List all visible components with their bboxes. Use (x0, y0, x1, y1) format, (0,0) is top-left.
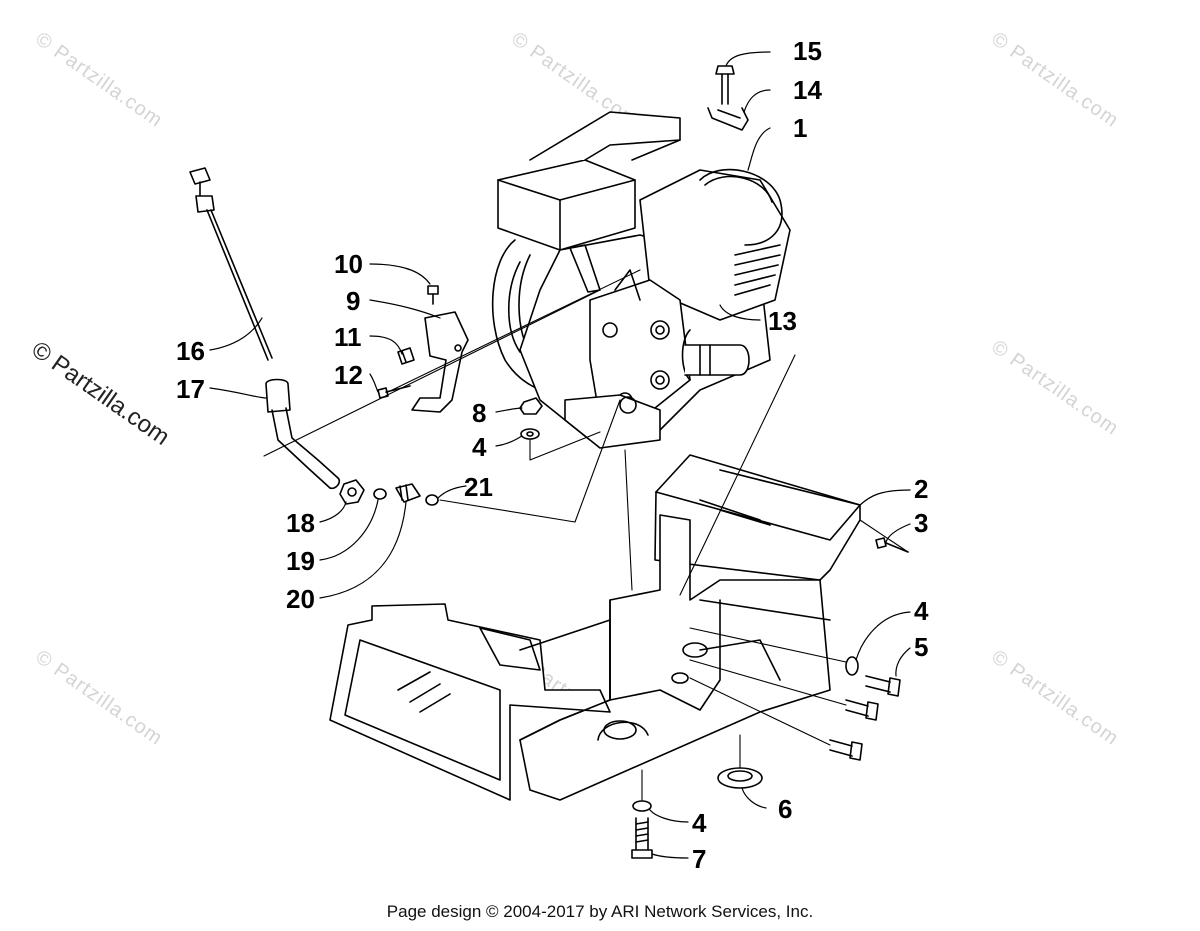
bolt-15 (715, 65, 735, 105)
callout-17: 17 (176, 374, 205, 404)
o-ring-21 (425, 494, 439, 506)
callout-9: 9 (346, 286, 360, 316)
callout-1: 1 (793, 113, 807, 143)
leader-lines (209, 51, 911, 859)
screw-12 (377, 385, 411, 399)
engine-assembly (491, 111, 791, 449)
callout-numbers: 15 14 1 10 9 13 11 16 12 17 8 4 21 2 18 … (176, 36, 929, 874)
callout-2: 2 (914, 474, 928, 504)
callout-12: 12 (334, 360, 363, 390)
grommet-6 (717, 767, 763, 789)
nut-8 (519, 397, 543, 415)
callout-20: 20 (286, 584, 315, 614)
grommet-11 (397, 347, 415, 365)
fill-tube-17 (265, 378, 341, 490)
screw-10 (427, 285, 439, 305)
assembly-lines (263, 269, 909, 801)
callout-21: 21 (464, 472, 493, 502)
nut-18 (339, 479, 365, 505)
clip-14 (707, 107, 749, 131)
washer-4-upper (520, 428, 540, 440)
fitting-20 (395, 483, 421, 503)
bolt-5 (865, 675, 901, 697)
floor-panel (519, 469, 861, 741)
callout-15: 15 (793, 36, 822, 66)
side-panel-left (329, 603, 611, 801)
bolt-low (829, 739, 863, 761)
callout-18: 18 (286, 508, 315, 538)
callout-19: 19 (286, 546, 315, 576)
callout-11: 11 (334, 322, 362, 352)
callout-8: 8 (472, 398, 486, 428)
footer-copyright: Page design © 2004-2017 by ARI Network S… (386, 902, 814, 921)
callout-4: 4 (472, 432, 487, 462)
washer-4-right (845, 656, 859, 676)
callout-6: 6 (778, 794, 792, 824)
callout-16: 16 (176, 336, 205, 366)
bracket-9 (411, 311, 469, 413)
o-ring-19 (373, 488, 387, 500)
screw-3 (875, 537, 909, 553)
callout-5: 5 (914, 632, 928, 662)
callout-7: 7 (692, 844, 706, 874)
callout-3: 3 (914, 508, 928, 538)
bolt-mid (845, 699, 879, 721)
washer-4-lower (632, 800, 652, 812)
callout-4-lower: 4 (692, 808, 707, 838)
callout-13: 13 (768, 306, 797, 336)
dipstick-16 (189, 167, 273, 361)
callout-4-right: 4 (914, 596, 929, 626)
callout-14: 14 (793, 75, 822, 105)
callout-10: 10 (334, 249, 363, 279)
bolt-7 (631, 817, 653, 859)
